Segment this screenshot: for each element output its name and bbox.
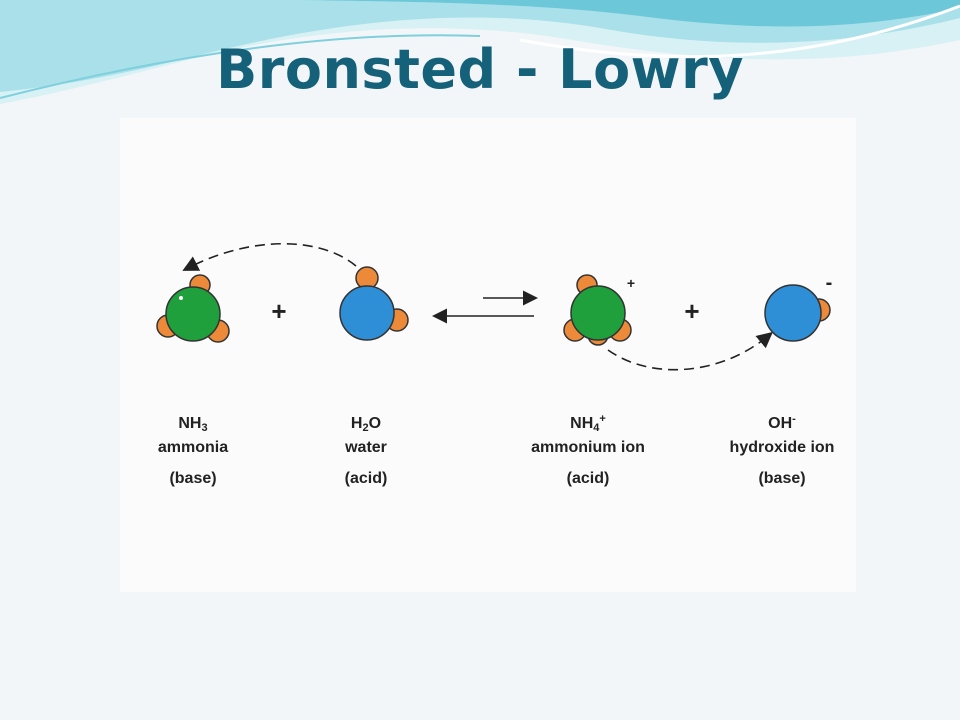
ammonium-molecule xyxy=(563,274,632,346)
reaction-diagram: + + + - xyxy=(156,242,833,371)
proton-transfer-arrow-left xyxy=(182,242,357,271)
species-label-ammonium: NH4+ ammonium ion (acid) xyxy=(498,410,678,488)
equilibrium-arrows xyxy=(432,290,538,324)
species-label-water: H2O water (acid) xyxy=(276,410,456,488)
role-water: (acid) xyxy=(344,470,388,487)
species-label-ammonia: NH3 ammonia (base) xyxy=(103,410,283,488)
proton-transfer-arrow-right xyxy=(607,331,773,371)
role-ammonium: (acid) xyxy=(566,470,610,487)
reaction-figure: + + + - NH3 xyxy=(120,118,856,592)
formula-ammonium: NH4+ xyxy=(570,413,606,434)
slide-title: Bronsted - Lowry xyxy=(216,38,744,101)
name-hydroxide: hydroxide ion xyxy=(729,439,835,456)
plus-left: + xyxy=(271,296,286,326)
formula-ammonia: NH3 xyxy=(178,415,208,434)
hydroxide-molecule xyxy=(764,284,831,342)
name-ammonium: ammonium ion xyxy=(531,439,645,456)
role-hydroxide: (base) xyxy=(758,470,806,487)
header-wave-decoration xyxy=(0,0,960,104)
ammonium-charge: + xyxy=(627,275,635,291)
formula-water: H2O xyxy=(350,415,382,434)
role-ammonia: (base) xyxy=(169,470,217,487)
plus-right: + xyxy=(684,296,699,326)
hydroxide-charge: - xyxy=(826,272,833,294)
water-molecule xyxy=(339,266,409,341)
species-label-hydroxide: OH- hydroxide ion (base) xyxy=(692,410,872,488)
ammonia-molecule xyxy=(156,274,230,343)
formula-hydroxide: OH- xyxy=(768,413,796,432)
name-water: water xyxy=(345,439,387,456)
name-ammonia: ammonia xyxy=(157,439,229,456)
